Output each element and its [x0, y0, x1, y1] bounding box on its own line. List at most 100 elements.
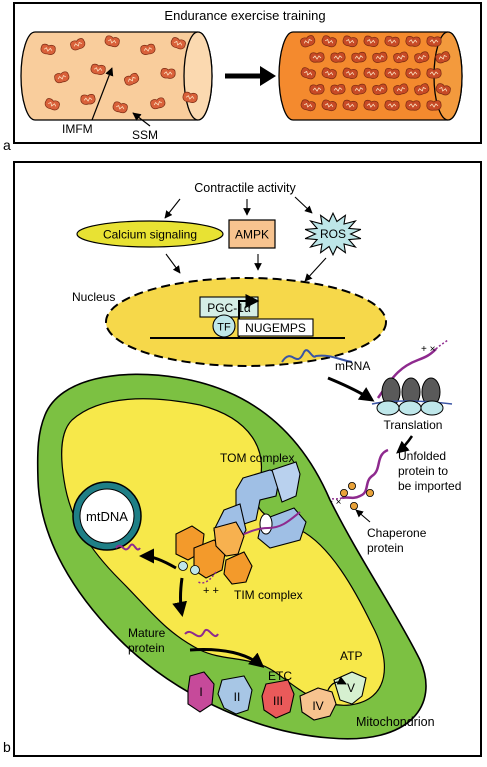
nugemps-box: [237, 318, 314, 337]
mitochondrion-icon: [363, 99, 379, 111]
mitochondrion-icon: [40, 43, 56, 55]
pgc1a-label: PGC-1α: [207, 301, 251, 315]
peptide-charge-labels: + ×: [421, 344, 436, 355]
mitochondrion-icon: [342, 35, 358, 48]
imfm-pointer: [91, 67, 114, 121]
complex-i-label: I: [199, 685, 202, 699]
tim-complex-label: TIM complex: [234, 588, 303, 602]
chaperone-dot: [347, 481, 356, 490]
calcium-signaling-label: Calcium signaling: [103, 228, 197, 242]
mitochondrion-icon: [405, 36, 421, 47]
arrow-to-etc: [189, 648, 265, 668]
chaperone-label-line2: protein: [367, 541, 404, 555]
mitochondrion-icon: [330, 52, 346, 63]
panel-a-letter: a: [3, 137, 11, 153]
mitochondrion-icon: [435, 51, 451, 64]
panel-a-title: Endurance exercise training: [164, 8, 325, 23]
mitochondrion-icon: [182, 91, 198, 103]
mature-protein-label-line2: protein: [128, 641, 165, 655]
mitochondrion-icon: [342, 99, 358, 111]
mitochondrion-icon: [372, 51, 388, 63]
mitochondrion-icon: [405, 68, 421, 79]
panel-a: Endurance exercise training a IMFM SSM: [3, 2, 482, 153]
mitochondrion-icon: [54, 71, 70, 84]
mitochondrion-icon: [90, 63, 106, 75]
arrow-mrna-to-ribosome: [327, 376, 375, 402]
tf-label: TF: [217, 322, 231, 334]
arrow-calcium-to-nucleus: [165, 253, 181, 274]
processed-presequence: [197, 571, 217, 584]
tom-complex-label: TOM complex: [220, 451, 294, 465]
mitochondrion-icon: [351, 51, 367, 63]
arrow-tim-to-mature-protein: [172, 577, 188, 617]
atp-label: ATP: [340, 649, 362, 663]
arrow-tim-to-mtdna: [139, 548, 177, 570]
mitochondria-group-after: [300, 35, 451, 112]
tf-node: [212, 314, 236, 338]
unfolded-charge-labels: + ×: [327, 497, 342, 508]
mitochondrion-icon: [435, 83, 451, 96]
arrow-translation-to-protein: [396, 435, 414, 454]
mitochondrion-icon: [300, 67, 316, 80]
chaperone-dot: [365, 488, 374, 497]
imfm-label: IMFM: [62, 122, 93, 136]
chaperone-label-line1: Chaperone: [367, 526, 427, 540]
mitochondrion-icon: [414, 51, 430, 64]
ros-label: ROS: [320, 227, 346, 241]
ros-node: [304, 211, 362, 257]
mitochondrion-icon: [80, 94, 96, 105]
mitochondrion-icon: [300, 99, 316, 112]
mitochondrion-icon: [414, 83, 430, 96]
atp-arrow: [327, 676, 347, 691]
mitochondrion-icon: [363, 67, 379, 79]
calcium-signaling-node: [76, 220, 224, 248]
mitochondrion-icon: [321, 67, 337, 80]
mitochondrion-icon: [309, 52, 325, 63]
mitochondria-group-before: [40, 35, 198, 114]
contractile-activity-label: Contractile activity: [194, 181, 296, 195]
mitochondrion-icon: [321, 35, 337, 48]
complex-ii-label: II: [234, 690, 241, 704]
unfolded-label-line1: Unfolded: [398, 449, 446, 463]
unfolded-label-line2: protein to: [398, 464, 448, 478]
complex-iv-label: IV: [312, 699, 323, 713]
ribosome-small-1: [376, 400, 400, 416]
complex-iii: [261, 679, 295, 719]
complex-ii: [217, 675, 253, 715]
unfolded-protein: [341, 448, 389, 500]
mrna-strand: [281, 349, 353, 363]
mtdna-label: mtDNA: [86, 509, 128, 524]
complex-v-label: V: [347, 681, 355, 695]
mitochondrion-icon: [112, 101, 128, 114]
arrow-to-calcium: [164, 198, 181, 219]
ampk-node: [228, 219, 276, 249]
ribosome-small-3: [420, 400, 444, 416]
ribosome-complex: + ×: [371, 339, 453, 416]
nugemps-label: NUGEMPS: [245, 321, 306, 335]
ssm-pointer: [132, 112, 151, 127]
mitochondrion-icon: [393, 83, 409, 96]
chaperone-pointer: [355, 509, 371, 523]
arrow-ros-to-nucleus: [304, 257, 327, 282]
mitochondrion-icon: [351, 83, 367, 95]
mitochondrion-icon: [140, 43, 156, 55]
mitochondrion-icon: [321, 99, 337, 112]
ribosome-small-2: [398, 400, 422, 416]
chaperone-dot: [349, 501, 358, 510]
mitochondrion-icon: [384, 100, 400, 111]
complex-iii-label: III: [273, 694, 283, 708]
mitochondrion-icon: [426, 100, 442, 111]
protein-on-mtdna: [115, 543, 141, 551]
complex-i: [187, 671, 215, 713]
unfolded-label-line3: be imported: [398, 479, 461, 493]
panel-b: b Contractile activity Calcium signaling…: [3, 161, 482, 757]
chaperone-dot: [339, 488, 348, 497]
mitochondrion-label: Mitochondrion: [356, 715, 435, 729]
mitochondrion-icon: [124, 72, 140, 86]
panel-b-letter: b: [3, 739, 11, 755]
mitochondrion-icon: [342, 67, 358, 80]
mitochondrion-icon: [363, 35, 379, 47]
etc-label: ETC: [268, 669, 292, 683]
translation-label: Translation: [384, 418, 443, 432]
